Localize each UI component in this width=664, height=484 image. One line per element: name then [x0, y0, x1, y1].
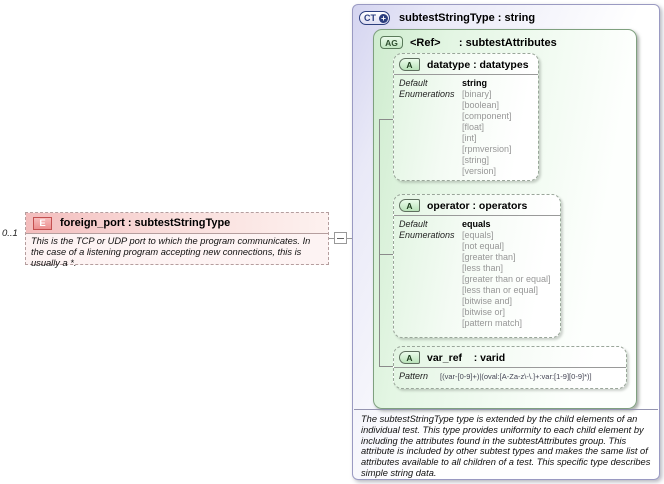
element-badge-icon: E	[33, 216, 52, 230]
complex-type-card: CT + subtestStringType : string AG <Ref>…	[352, 4, 660, 480]
facet-values: string [binary] [boolean] [component] [f…	[462, 78, 512, 177]
attribute-title: operator : operators	[427, 199, 528, 212]
attribute-badge-icon: A	[399, 351, 420, 364]
connector-line-left	[329, 238, 335, 239]
enum-value: [version]	[462, 166, 497, 176]
facet-label: Pattern	[399, 371, 429, 381]
enum-value: [bitwise and]	[462, 296, 513, 306]
enum-value: [greater than]	[462, 252, 516, 262]
facet-label: Default	[399, 78, 428, 88]
facet-labels: Default Enumerations	[399, 219, 462, 329]
attribute-header: A var_ref : varid	[394, 347, 626, 368]
attribute-group-title: <Ref> : subtestAttributes	[410, 36, 557, 49]
enum-value: [less than or equal]	[462, 285, 539, 295]
attribute-title: datatype : datatypes	[427, 58, 529, 71]
attribute-operator-card[interactable]: A operator : operators Default Enumerati…	[393, 194, 561, 338]
default-value: string	[462, 78, 488, 88]
element-header: E foreign_port : subtestStringType	[26, 213, 328, 234]
tree-connector-stub	[379, 119, 393, 120]
facet-labels: Default Enumerations	[399, 78, 462, 177]
attribute-badge-icon: A	[399, 199, 420, 212]
default-value: equals	[462, 219, 491, 229]
enum-value: [binary]	[462, 89, 492, 99]
enum-value: [rpmversion]	[462, 144, 512, 154]
attribute-header: A datatype : datatypes	[394, 54, 538, 75]
attribute-var-ref-card[interactable]: A var_ref : varid Pattern [(var-[0-9]+)|…	[393, 346, 627, 389]
complex-type-badge-icon: CT +	[359, 11, 390, 25]
facet-values: equals [equals] [not equal] [greater tha…	[462, 219, 551, 329]
connector-line-right	[347, 238, 353, 239]
cardinality-label: 0..1	[2, 228, 18, 239]
tree-connector-trunk	[379, 119, 380, 367]
pattern-value: [(var-[0-9]+)|(oval:[A-Za-z\-\.]+:var:[1…	[440, 372, 592, 381]
enum-value: [less than]	[462, 263, 504, 273]
facet-values: [(var-[0-9]+)|(oval:[A-Za-z\-\.]+:var:[1…	[440, 371, 592, 382]
attribute-group-header: AG <Ref> : subtestAttributes	[374, 30, 636, 49]
tree-connector-stub	[379, 366, 393, 367]
element-foreign-port[interactable]: E foreign_port : subtestStringType This …	[25, 212, 329, 268]
facet-labels: Pattern	[399, 371, 440, 382]
attribute-title: var_ref : varid	[427, 351, 506, 364]
facet-label: Default	[399, 219, 428, 229]
facet-label: Enumerations	[399, 230, 455, 240]
complex-type-header: CT + subtestStringType : string	[359, 11, 535, 25]
enum-value: [string]	[462, 155, 490, 165]
attribute-facets: Pattern [(var-[0-9]+)|(oval:[A-Za-z\-\.]…	[394, 368, 626, 382]
attribute-group-badge-icon: AG	[380, 36, 403, 49]
enum-value: [pattern match]	[462, 318, 523, 328]
facet-label: Enumerations	[399, 89, 455, 99]
complex-type-annotation: The subtestStringType type is extended b…	[361, 414, 651, 478]
enum-value: [equals]	[462, 230, 494, 240]
attribute-datatype-card[interactable]: A datatype : datatypes Default Enumerati…	[393, 53, 539, 181]
enum-value: [not equal]	[462, 241, 505, 251]
enum-value: [boolean]	[462, 100, 500, 110]
element-title: foreign_port : subtestStringType	[60, 217, 231, 229]
attribute-facets: Default Enumerations string [binary] [bo…	[394, 75, 538, 177]
complex-type-title: subtestStringType : string	[399, 12, 536, 24]
minus-icon	[337, 237, 344, 239]
enum-value: [float]	[462, 122, 485, 132]
attribute-badge-icon: A	[399, 58, 420, 71]
element-annotation: This is the TCP or UDP port to which the…	[31, 236, 311, 268]
enum-value: [int]	[462, 133, 477, 143]
attribute-header: A operator : operators	[394, 195, 560, 216]
enum-value: [component]	[462, 111, 512, 121]
attribute-facets: Default Enumerations equals [equals] [no…	[394, 216, 560, 329]
collapse-handle[interactable]	[334, 232, 347, 244]
expand-plus-icon[interactable]: +	[379, 13, 388, 23]
complex-type-badge-label: CT	[364, 13, 376, 23]
tree-connector-stub	[379, 254, 393, 255]
annotation-divider	[354, 409, 658, 410]
enum-value: [greater than or equal]	[462, 274, 551, 284]
enum-value: [bitwise or]	[462, 307, 506, 317]
